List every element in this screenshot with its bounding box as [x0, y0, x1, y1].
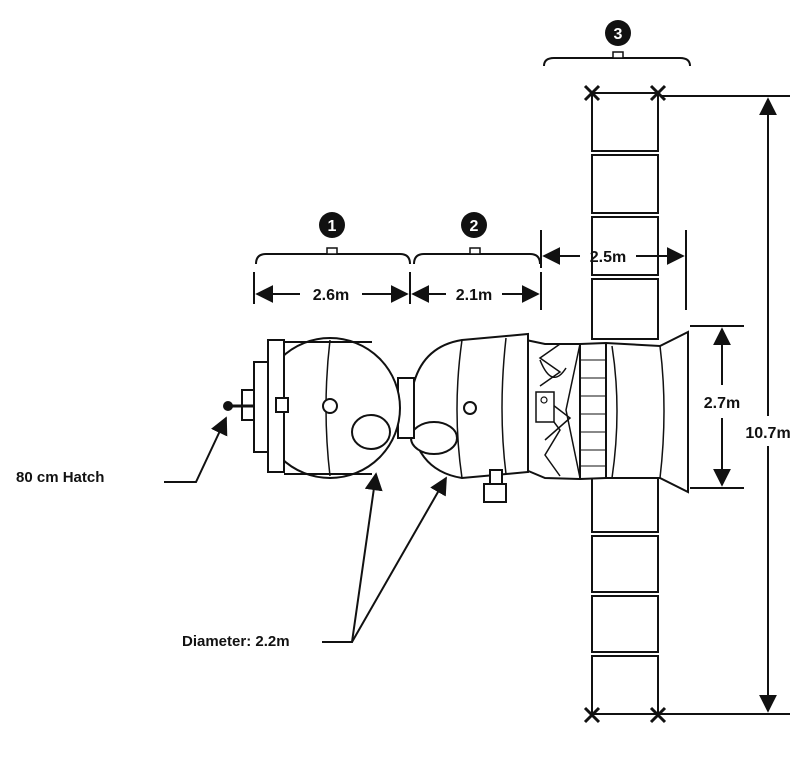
solar-array-span: 10.7m [745, 425, 790, 442]
marker-2: 2 [461, 212, 487, 238]
marker-1: 1 [319, 212, 345, 238]
solar-array-tip-marks [583, 84, 667, 724]
solar-array-upper [591, 92, 659, 340]
marker-2-number: 2 [470, 218, 479, 235]
descent-module [408, 332, 529, 503]
module-bracket-3 [543, 51, 691, 67]
marker-3: 3 [605, 20, 631, 46]
dimension-service-diameter: 2.7m [690, 325, 744, 489]
solar-array-lower [591, 475, 659, 715]
marker-1-circle [319, 212, 345, 238]
solar-array [583, 84, 667, 724]
marker-1-number: 1 [328, 218, 337, 235]
service-module [525, 330, 689, 494]
marker-3-number: 3 [614, 26, 623, 43]
hatch-callout: 80 cm Hatch [16, 416, 228, 486]
diameter-label: Diameter: 2.2m [182, 633, 290, 650]
dimension-array-span: 10.7m [660, 95, 791, 715]
dimension-service-module: 2.5m [540, 230, 687, 310]
service-module-length: 2.5m [590, 249, 626, 266]
docking-probe [223, 361, 269, 453]
service-module-diameter: 2.7m [704, 395, 740, 412]
module-bracket-1 [255, 247, 411, 265]
orbital-module-length: 2.6m [313, 287, 349, 304]
dimension-orbital-module: 2.6m [253, 272, 411, 304]
descent-module-length: 2.1m [456, 287, 492, 304]
diameter-callout: Diameter: 2.2m [182, 472, 447, 650]
module-bracket-2 [413, 247, 541, 265]
dimension-descent-module: 2.1m [411, 272, 542, 310]
orbital-module [259, 337, 401, 479]
marker-2-circle [461, 212, 487, 238]
marker-3-circle [605, 20, 631, 46]
hatch-label: 80 cm Hatch [16, 469, 104, 486]
hatch-knob [223, 401, 233, 411]
